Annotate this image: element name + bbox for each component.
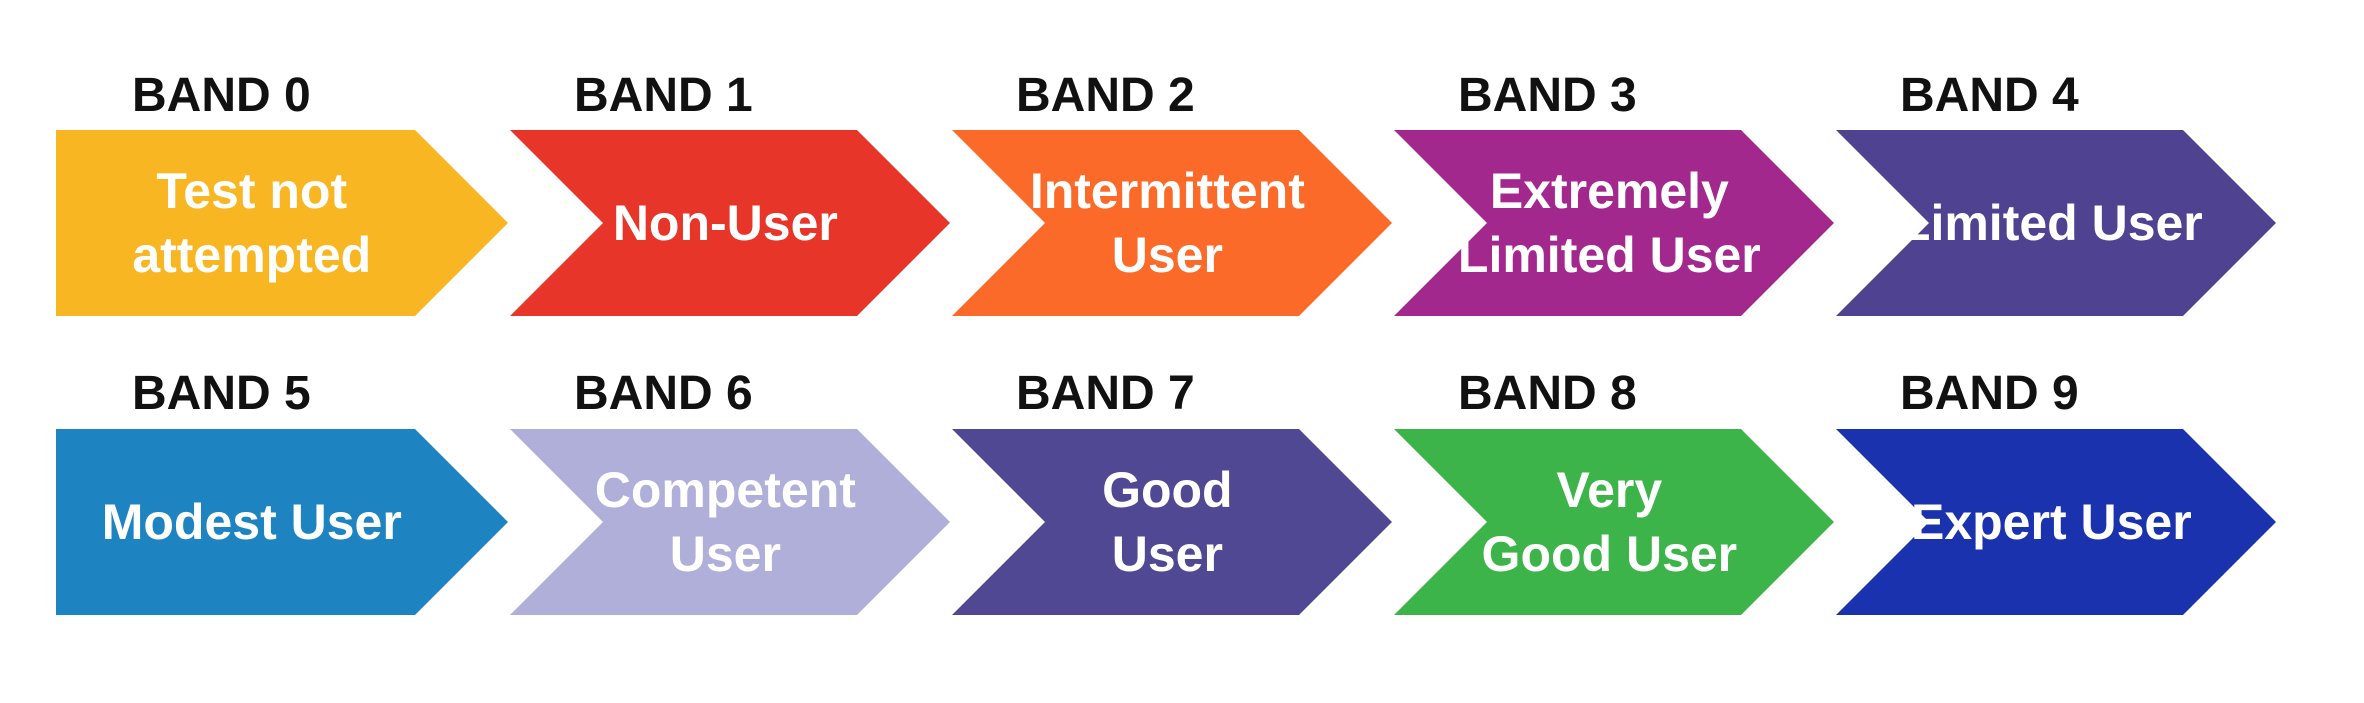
chevron-text: Competent bbox=[595, 462, 856, 518]
chevron-text: Good bbox=[1102, 462, 1233, 518]
chevron-text: Very bbox=[1557, 462, 1663, 518]
chevron-band-7 bbox=[952, 429, 1392, 615]
band-label: BAND 0 bbox=[132, 69, 311, 122]
band-label: BAND 2 bbox=[1016, 69, 1195, 122]
chevron-band-3 bbox=[1394, 130, 1834, 316]
chevron-text: Non-User bbox=[613, 195, 838, 251]
chevron-band-0 bbox=[56, 130, 508, 316]
chevron-text: Modest User bbox=[102, 494, 402, 550]
chevron-band-1 bbox=[510, 130, 950, 316]
chevron-band-5 bbox=[56, 429, 508, 615]
chevron-band-4 bbox=[1836, 130, 2276, 316]
chevron-text: User bbox=[1112, 227, 1223, 283]
chevron-text: Intermittent bbox=[1030, 163, 1305, 219]
band-label: BAND 5 bbox=[132, 367, 311, 420]
band-label: BAND 3 bbox=[1458, 69, 1637, 122]
chevron-text: Test not bbox=[156, 163, 347, 219]
band-label: BAND 9 bbox=[1900, 367, 2079, 420]
band-label: BAND 8 bbox=[1458, 367, 1637, 420]
band-label: BAND 7 bbox=[1016, 367, 1195, 420]
chevron-band-6 bbox=[510, 429, 950, 615]
chevron-band-9 bbox=[1836, 429, 2276, 615]
chevron-text: User bbox=[1112, 526, 1223, 582]
chevron-text: Good User bbox=[1482, 526, 1738, 582]
band-label: BAND 6 bbox=[574, 367, 753, 420]
chevron-text: Limited User bbox=[1458, 227, 1761, 283]
chevron-text: Expert User bbox=[1911, 494, 2192, 550]
chevron-text: Limited User bbox=[1900, 195, 2203, 251]
chevron-text: User bbox=[670, 526, 781, 582]
band-label: BAND 1 bbox=[574, 69, 753, 122]
chevron-text: Extremely bbox=[1490, 163, 1729, 219]
band-label: BAND 4 bbox=[1900, 69, 2079, 122]
chevron-band-8 bbox=[1394, 429, 1834, 615]
chevron-text: attempted bbox=[132, 227, 371, 283]
chevron-band-2 bbox=[952, 130, 1392, 316]
